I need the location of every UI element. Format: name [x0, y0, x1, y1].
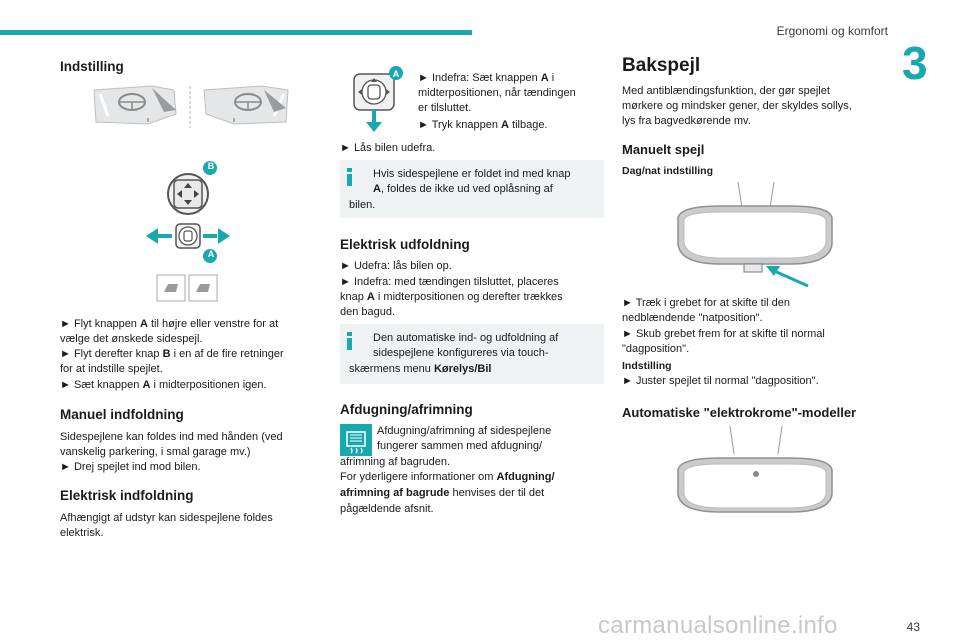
header-accent-bar	[0, 30, 472, 35]
label-a-middle: A	[392, 69, 400, 79]
step-inside-2: ► Tryk knappen A tilbage.	[418, 119, 548, 131]
defog-text-5: afrimning af bagrude henvises der til de…	[340, 487, 545, 499]
heading-auto-mirror: Automatiske "elektrokrome"-modeller	[622, 405, 857, 420]
manual-step-night-2: nedblændende "natposition".	[622, 312, 763, 324]
defog-text-1: Afdugning/afrimning af sidespejlene	[377, 425, 552, 437]
manual-step-adjust: ► Juster spejlet til normal "dagposition…	[622, 375, 819, 387]
manual-fold-step: ► Drej spejlet ind mod bilen.	[60, 461, 201, 473]
page-number: 43	[906, 620, 920, 634]
step-lock: ► Lås bilen udefra.	[340, 142, 436, 154]
label-b: B	[207, 161, 215, 171]
defog-text-3: afrimning af bagruden.	[340, 456, 451, 468]
rearview-intro-1: Med antiblændingsfunktion, der gør spejl…	[622, 85, 830, 97]
step-inside-1: ► Indefra: Sæt knappen A i	[418, 72, 555, 84]
mirror-control-illustration	[146, 161, 230, 263]
heading-defog: Afdugning/afrimning	[340, 402, 473, 417]
info2-line-3: skærmens menu Kørelys/Bil	[349, 363, 492, 375]
manual-fold-text-2: vanskelig parkering, i smal garage mv.)	[60, 446, 251, 458]
step-inside-1-cont2: er tilsluttet.	[418, 102, 472, 114]
button-a-illustration	[353, 66, 403, 132]
subheading-daynight: Dag/nat indstilling	[622, 165, 713, 177]
step-move-a-cont: vælge det ønskede sidespejl.	[60, 333, 203, 345]
unfold-step-2-cont: knap A i midterpositionen og derefter tr…	[340, 291, 563, 303]
heading-electric-unfold: Elektrisk udfoldning	[340, 237, 470, 252]
side-mirrors-illustration	[93, 85, 289, 128]
defog-text-2: fungerer sammen med afdugning/	[377, 440, 543, 452]
info2-line-2: sidespejlene konfigureres via touch-	[373, 347, 549, 359]
heading-manual-fold: Manuel indfoldning	[60, 407, 184, 422]
defrost-icon	[340, 424, 372, 456]
info-box-folded: Hvis sidespejlene er foldet ind med knap…	[340, 160, 604, 218]
unfold-step-1: ► Udefra: lås bilen op.	[340, 260, 452, 272]
subheading-setting: Indstilling	[622, 360, 672, 372]
info-box-auto-fold: Den automatiske ind- og udfoldning af si…	[340, 324, 604, 384]
heading-electric-fold: Elektrisk indfoldning	[60, 488, 194, 503]
info-icon	[347, 332, 353, 350]
info1-line-3: bilen.	[349, 199, 376, 211]
electric-fold-text-2: elektrisk.	[60, 527, 104, 539]
electrochromic-mirror-illustration	[677, 425, 833, 513]
rearview-intro-2: mørkere og mindsker gener, der skyldes s…	[622, 100, 852, 112]
unfold-step-2: ► Indefra: med tændingen tilsluttet, pla…	[340, 276, 559, 288]
defog-text-6: pågældende afsnit.	[340, 503, 434, 515]
defog-text-4: For yderligere informationer om Afdugnin…	[340, 471, 555, 483]
rearview-intro-3: lys fra bagvedkørende mv.	[622, 115, 751, 127]
label-a: A	[207, 249, 215, 259]
step-move-a: ► Flyt knappen A til højre eller venstre…	[60, 318, 279, 330]
chapter-number: 3	[902, 37, 928, 89]
manual-mirror-illustration	[677, 181, 833, 288]
heading-manual-mirror: Manuelt spejl	[622, 142, 705, 157]
info1-line-1: Hvis sidespejlene er foldet ind med knap	[373, 168, 571, 180]
manual-fold-text-1: Sidespejlene kan foldes ind med hånden (…	[60, 431, 283, 443]
info1-line-2: A, foldes de ikke ud ved oplåsning af	[373, 183, 553, 195]
manual-step-day-1: ► Skub grebet frem for at skifte til nor…	[622, 328, 825, 340]
electric-fold-text-1: Afhængigt af udstyr kan sidespejlene fol…	[60, 512, 273, 524]
heading-rearview-mirror: Bakspejl	[622, 55, 701, 76]
watermark: carmanualsonline.info	[598, 612, 838, 639]
info2-line-1: Den automatiske ind- og udfoldning af	[373, 332, 559, 344]
unfold-step-2-cont2: den bagud.	[340, 306, 396, 318]
step-move-b-cont: for at indstille spejlet.	[60, 363, 163, 375]
chapter-title: Ergonomi og komfort	[776, 24, 888, 38]
step-inside-1-cont: midterpositionen, når tændingen	[418, 87, 576, 99]
step-move-b: ► Flyt derefter knap B i en af de fire r…	[60, 348, 284, 360]
mirror-select-icons	[156, 274, 218, 302]
manual-step-night-1: ► Træk i grebet for at skifte til den	[622, 297, 791, 309]
info-icon	[347, 168, 353, 186]
heading-setting: Indstilling	[60, 59, 124, 74]
step-reset-a: ► Sæt knappen A i midterpositionen igen.	[60, 379, 267, 391]
manual-step-day-2: "dagposition".	[622, 343, 690, 355]
